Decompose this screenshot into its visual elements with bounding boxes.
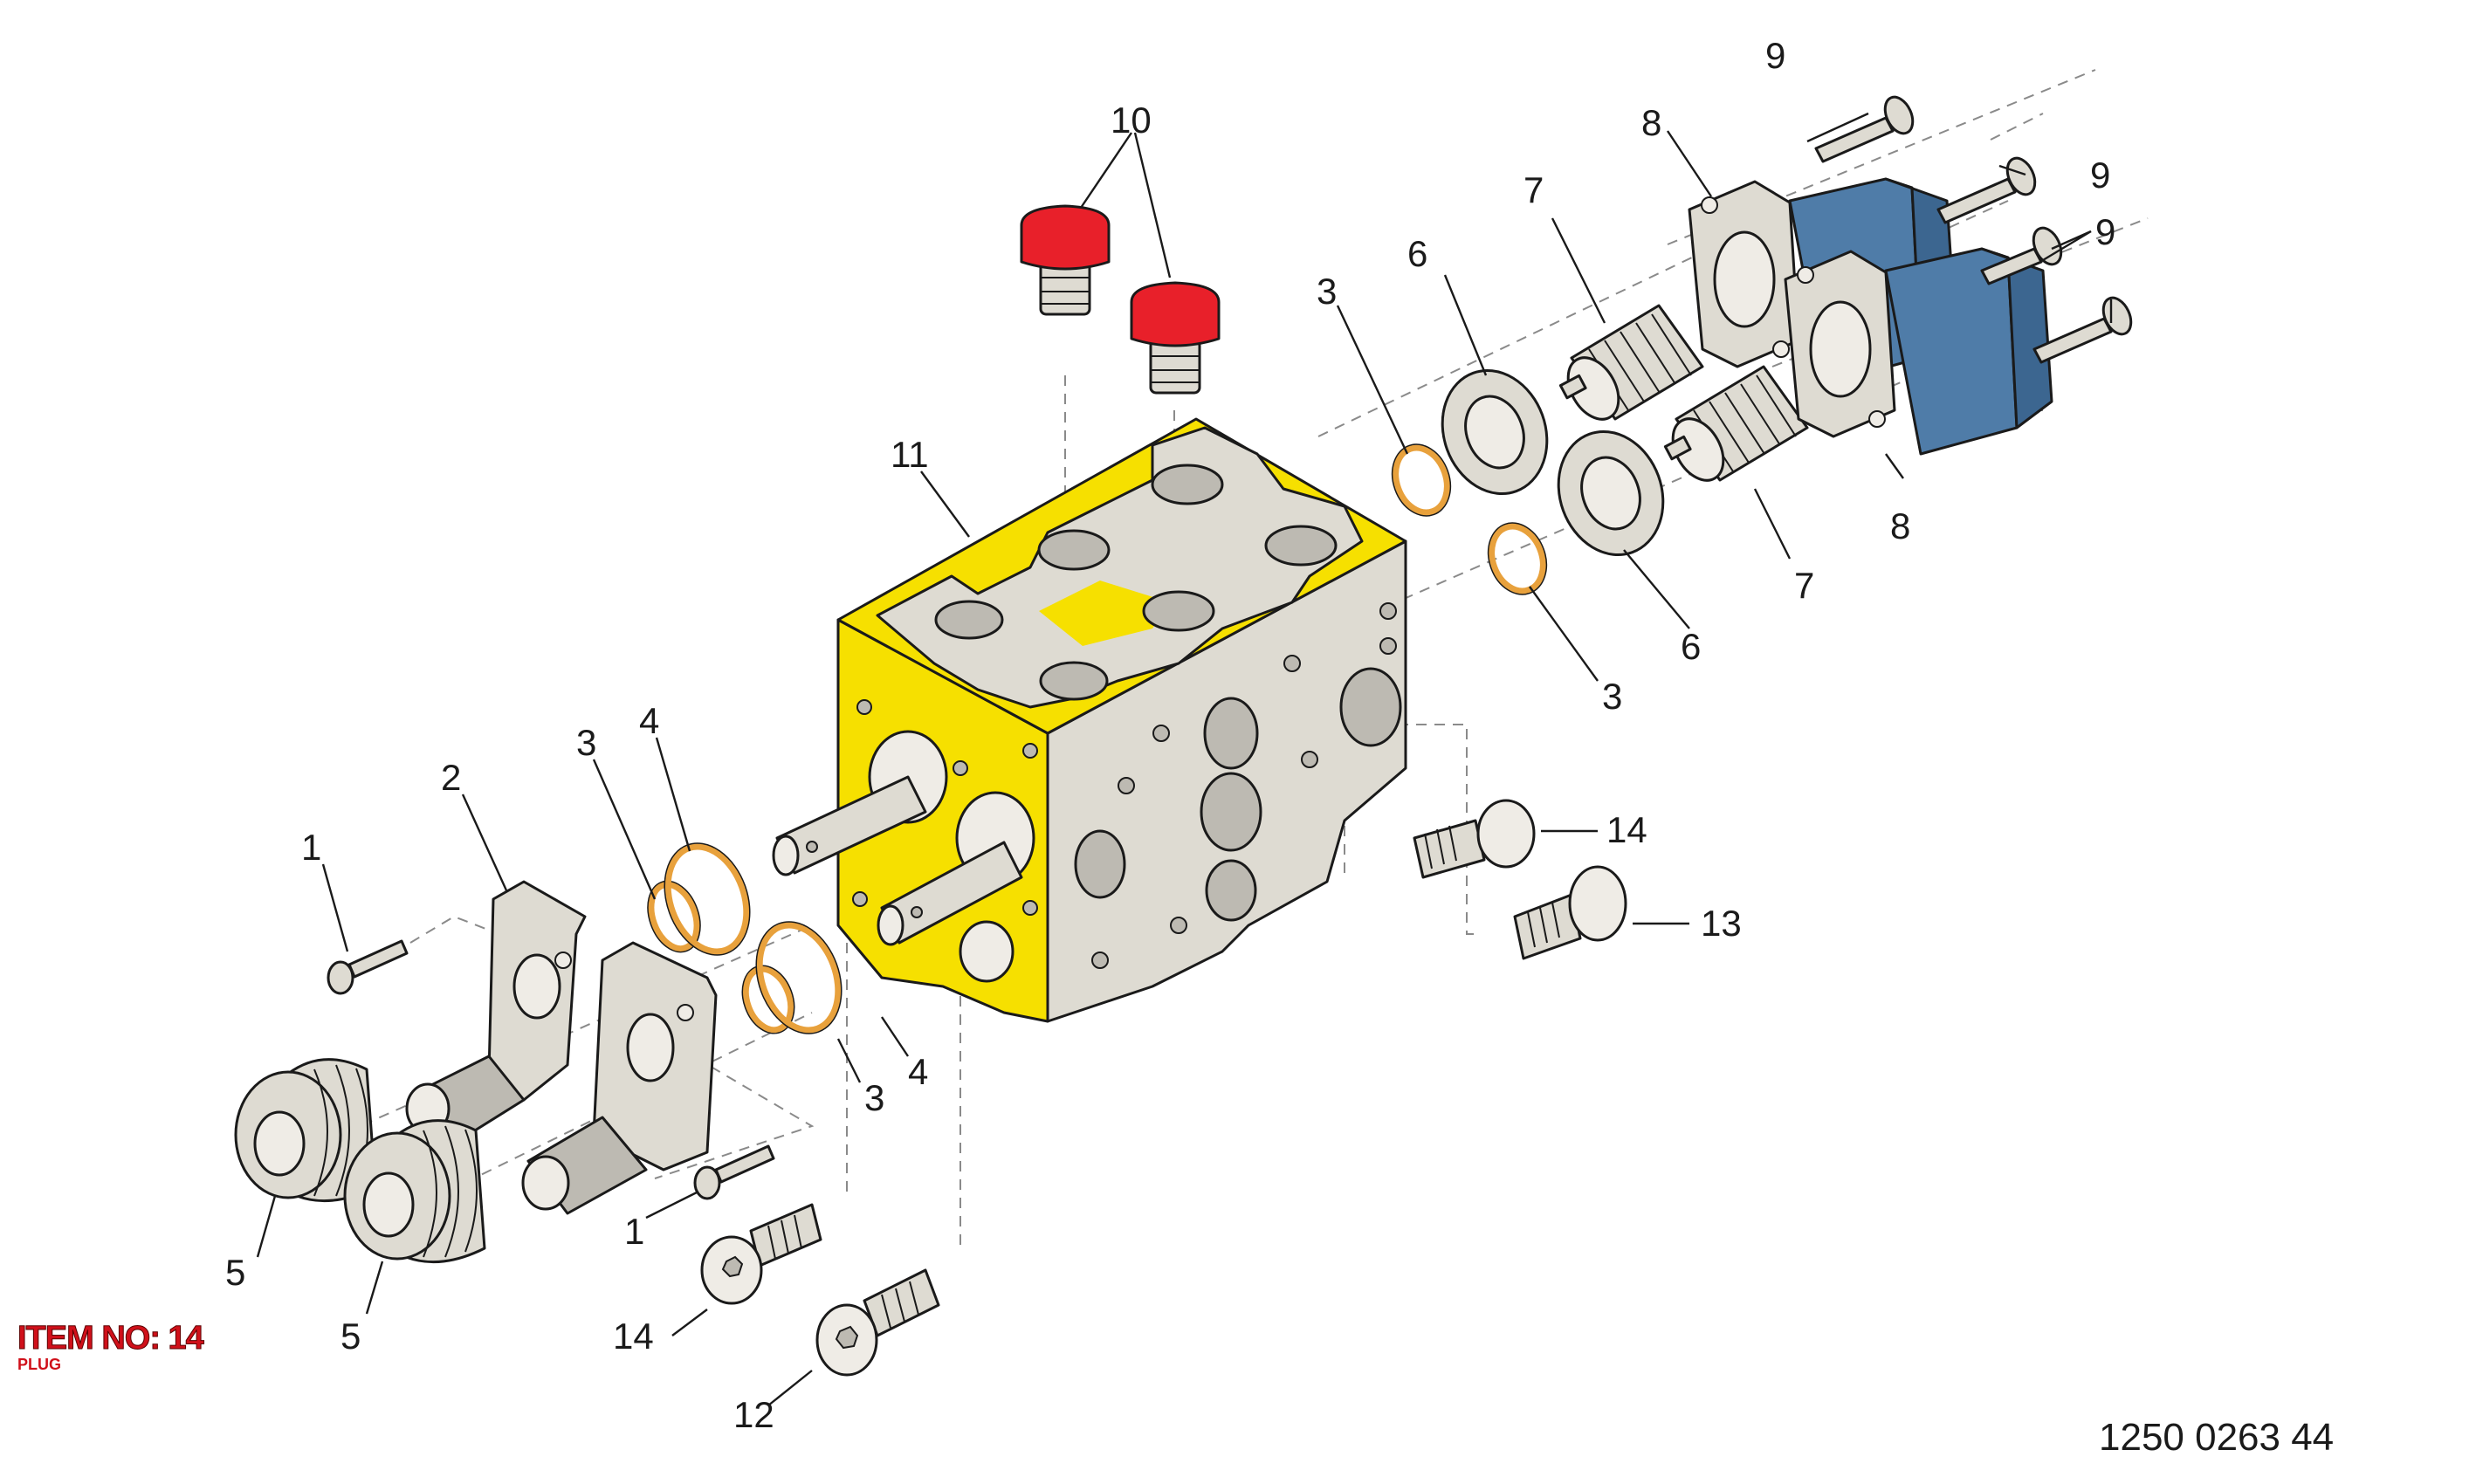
o-ring-right-upper (1391, 443, 1452, 517)
callout-12: 12 (733, 1394, 774, 1435)
callout-6-upper: 6 (1407, 233, 1427, 274)
callout-14-right: 14 (1606, 809, 1647, 850)
spool-end-upper (772, 775, 927, 876)
callout-4-upper: 4 (639, 700, 659, 741)
o-ring-left-small-upper (647, 880, 701, 953)
bolt-right-4 (2032, 296, 2133, 364)
callout-11: 11 (891, 434, 929, 475)
spool-end-lower (877, 841, 1023, 946)
document-number: 1250 0263 44 (2099, 1416, 2335, 1459)
bracket-lower (521, 941, 718, 1215)
valve-body (772, 417, 1407, 1023)
spring-upper (1558, 304, 1704, 421)
plug-hex-right (1413, 799, 1536, 879)
callout-5-lower: 5 (340, 1316, 361, 1357)
boot-lower (343, 1119, 486, 1264)
callout-5-upper: 5 (225, 1252, 245, 1293)
relief-plug-bottom (815, 1268, 940, 1377)
callout-labels: 1 1 2 3 3 3 3 4 4 5 5 6 6 7 7 8 8 9 9 9 … (225, 35, 2115, 1435)
washer-lower (1557, 429, 1665, 557)
bolt-left-upper (327, 939, 409, 995)
bolt-right-2 (1936, 156, 2037, 224)
item-label: ITEM NO: 14 PLUG (17, 1320, 205, 1374)
callout-9-top: 9 (1765, 35, 1785, 76)
o-ring-left-large-lower (755, 921, 843, 1034)
callout-3-right-lower: 3 (1602, 676, 1622, 717)
callout-1-lower: 1 (624, 1211, 644, 1252)
bracket-upper (405, 880, 587, 1145)
callout-3-left-upper: 3 (576, 722, 596, 763)
bolt-right-1 (1814, 95, 1915, 163)
callout-2: 2 (441, 757, 461, 798)
callout-10: 10 (1111, 100, 1152, 141)
item-name: PLUG (17, 1356, 62, 1373)
callout-7-upper: 7 (1523, 169, 1544, 210)
spring-lower (1663, 365, 1809, 482)
plug-red-right (1130, 281, 1221, 395)
callout-8-upper: 8 (1641, 102, 1661, 143)
item-number: ITEM NO: 14 (17, 1320, 205, 1357)
washer-upper (1441, 368, 1549, 496)
callout-8-lower: 8 (1890, 505, 1910, 546)
bolt-left-lower (693, 1144, 775, 1200)
bolt-right-3 (1980, 226, 2063, 285)
plug-hex-bottom (700, 1203, 822, 1305)
callout-4-lower: 4 (908, 1051, 928, 1092)
callout-3-right-upper: 3 (1317, 271, 1337, 312)
callout-9-middle: 9 (2090, 155, 2110, 196)
callout-6-lower: 6 (1681, 626, 1701, 667)
relief-plug-right (1513, 865, 1627, 960)
leader-lines (256, 112, 2113, 1406)
callout-1-upper: 1 (301, 827, 321, 868)
end-cover-lower (1784, 247, 2053, 456)
callout-9-right: 9 (2095, 211, 2115, 252)
plug-red-left (1020, 204, 1111, 316)
callout-13: 13 (1701, 903, 1742, 944)
callout-3-left-lower: 3 (864, 1077, 884, 1118)
o-ring-right-lower (1487, 522, 1548, 595)
callout-14-bottom: 14 (613, 1316, 654, 1357)
callout-7-lower: 7 (1794, 565, 1814, 606)
